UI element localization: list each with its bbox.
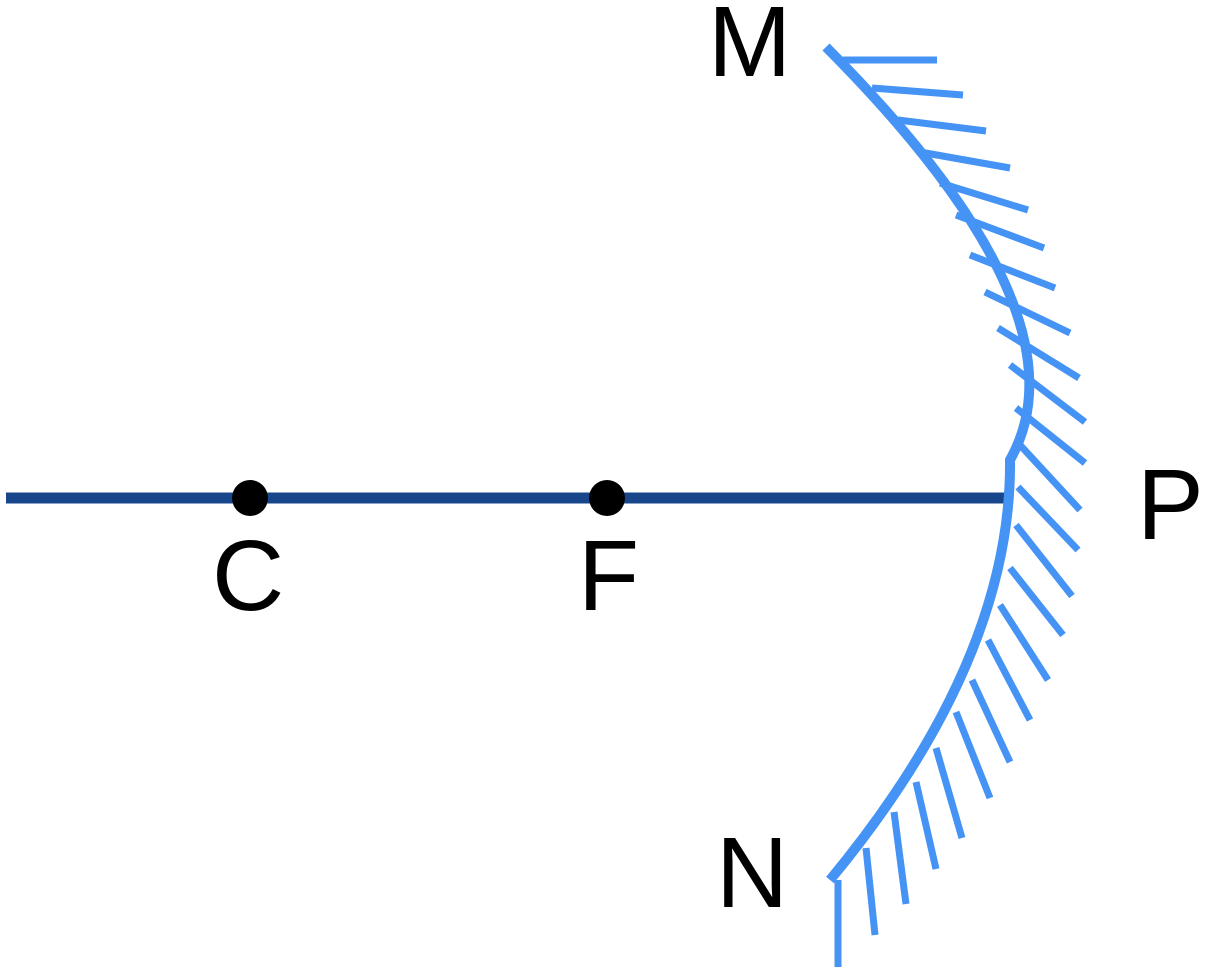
hatch-line: [996, 325, 1081, 381]
hatch-line: [890, 811, 910, 905]
label-c: C: [212, 520, 284, 632]
mirror-surface: [822, 43, 1035, 884]
hatch-line: [1007, 565, 1066, 638]
label-n: N: [716, 817, 788, 929]
hatch-line: [932, 747, 966, 839]
hatch-line: [897, 116, 987, 135]
hatch-line: [871, 84, 964, 99]
hatch-line: [919, 148, 1011, 172]
mirror-hatching: [834, 56, 1088, 967]
hatch-line: [1013, 522, 1075, 599]
hatch-line: [968, 678, 1014, 764]
hatch-line: [1015, 484, 1081, 553]
hatch-line: [968, 251, 1057, 292]
label-m: M: [708, 0, 791, 98]
hatch-line: [952, 710, 994, 800]
label-p: P: [1137, 449, 1204, 561]
hatch-line: [1017, 442, 1083, 513]
hatch-line: [984, 638, 1034, 722]
center-of-curvature-point: [232, 480, 268, 516]
hatch-line: [1007, 362, 1088, 425]
hatch-line: [862, 847, 879, 936]
hatch-line: [997, 603, 1051, 682]
hatch-line: [912, 781, 940, 870]
focus-point: [589, 480, 625, 516]
hatch-line: [983, 288, 1072, 337]
hatch-line: [938, 179, 1030, 214]
label-f: F: [578, 520, 639, 632]
